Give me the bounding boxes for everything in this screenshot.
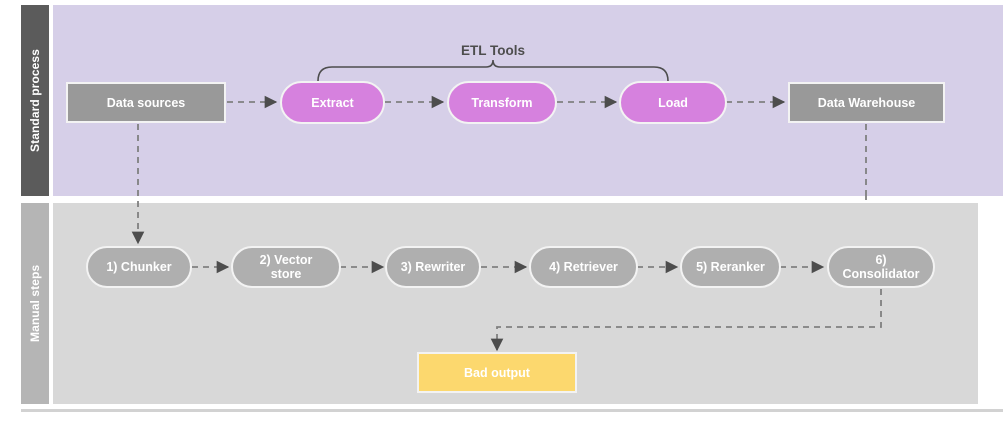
etl-tools-label: ETL Tools <box>461 43 525 58</box>
node-reranker[interactable]: 5) Reranker <box>680 246 781 288</box>
node-transform[interactable]: Transform <box>447 81 557 124</box>
node-rewriter[interactable]: 3) Rewriter <box>385 246 481 288</box>
node-data-sources[interactable]: Data sources <box>66 82 226 123</box>
node-chunker[interactable]: 1) Chunker <box>86 246 192 288</box>
bottom-divider <box>21 409 1003 412</box>
lane-label-manual-steps: Manual steps <box>21 203 49 404</box>
node-extract[interactable]: Extract <box>280 81 385 124</box>
node-retriever[interactable]: 4) Retriever <box>529 246 638 288</box>
node-load[interactable]: Load <box>619 81 727 124</box>
lane-label-standard-process: Standard process <box>21 5 49 196</box>
node-vector-store[interactable]: 2) Vector store <box>231 246 341 288</box>
node-consolidator[interactable]: 6) Consolidator <box>827 246 935 288</box>
node-bad-output[interactable]: Bad output <box>417 352 577 393</box>
node-data-warehouse[interactable]: Data Warehouse <box>788 82 945 123</box>
